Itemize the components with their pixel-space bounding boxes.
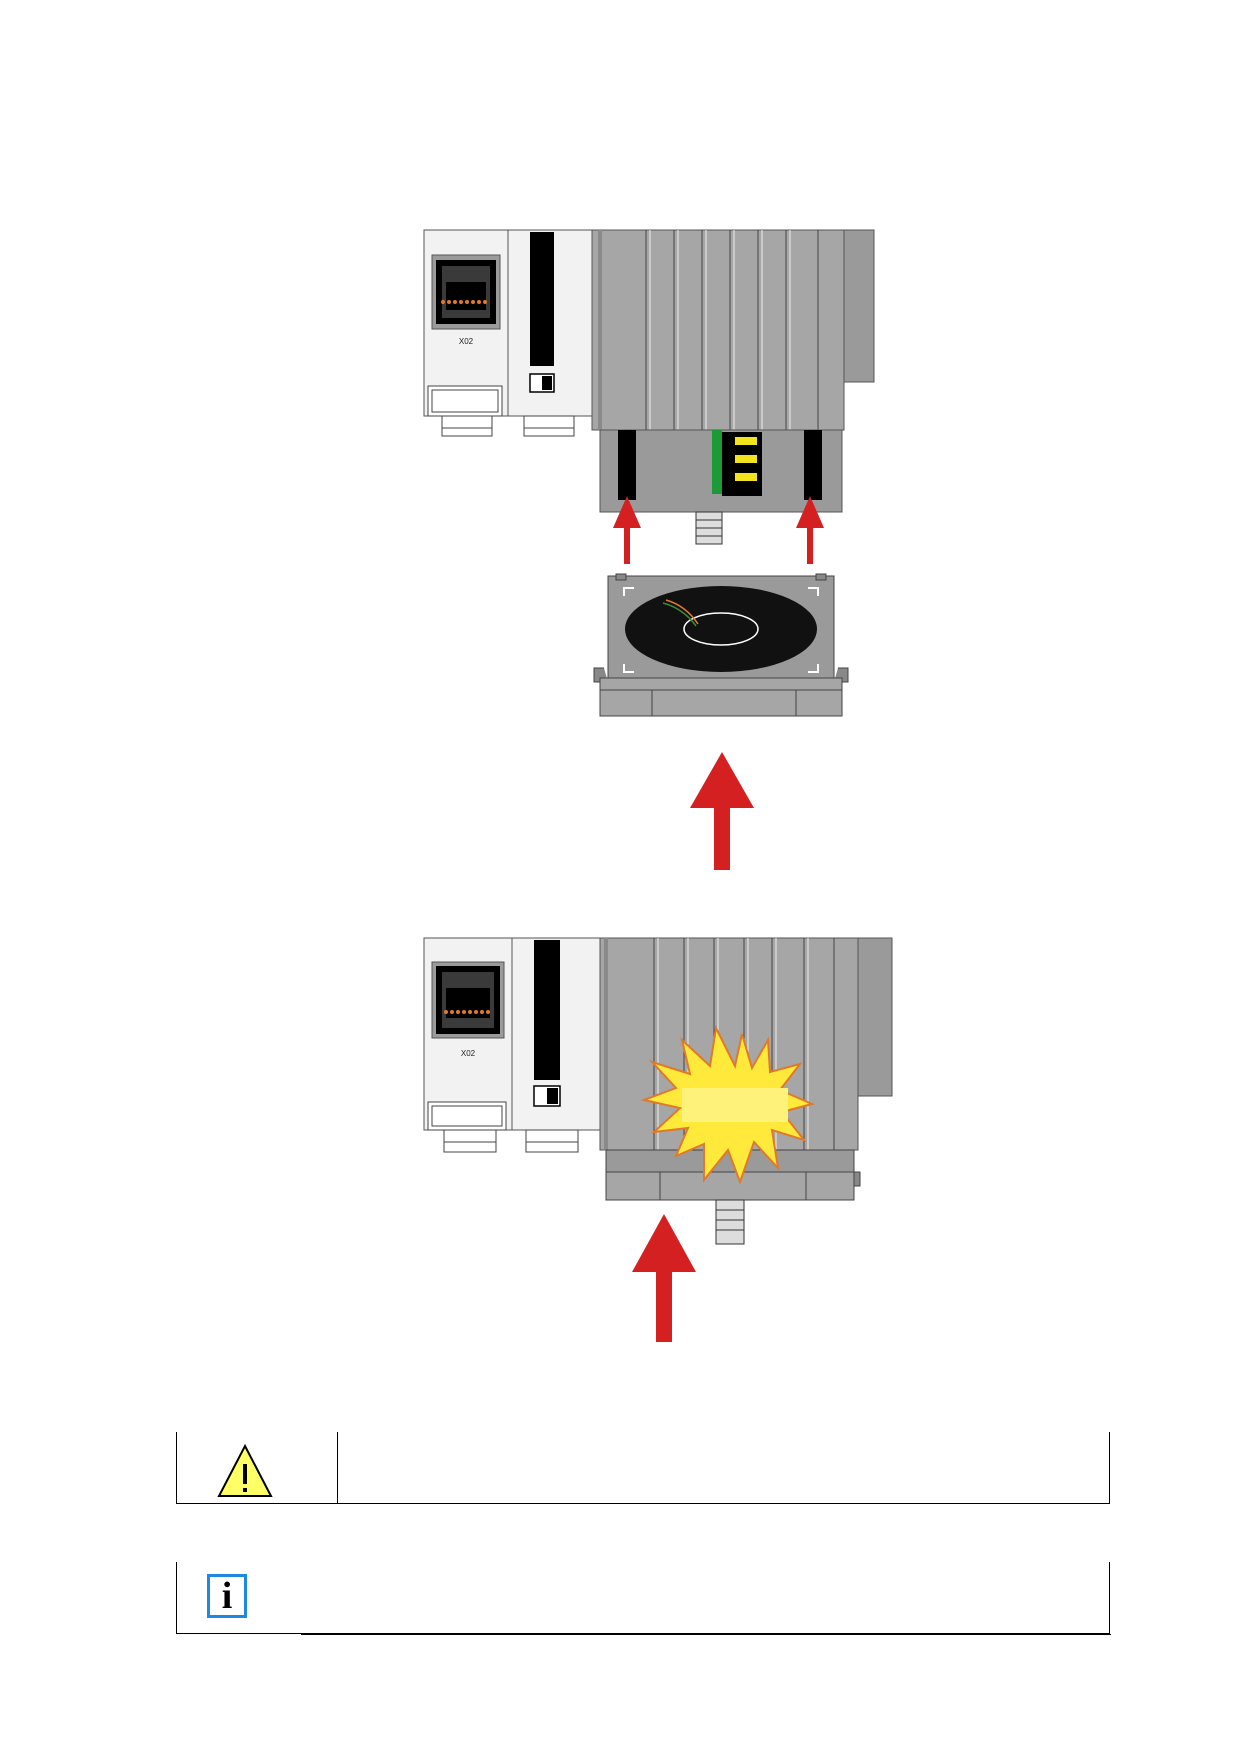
comm-module-top: X02 [423,229,509,437]
fan-module [593,573,849,717]
comm-module-bottom: X02 [423,937,513,1153]
collision-burst-icon [640,1024,816,1185]
airflow-arrow-left-icon [613,496,641,564]
info-underline [301,1634,1111,1635]
warning-notice [176,1432,1110,1504]
port-label-bottom: X02 [461,1049,476,1058]
info-icon-cell: i [177,1562,301,1633]
terminal-block-icon [712,430,762,496]
drive-assembly-bottom: X02 [423,937,893,1342]
wrong-insert-arrow-icon [632,1214,696,1342]
info-notice: i [176,1562,1111,1635]
airflow-arrow-right-icon [796,496,824,564]
rj45-port-icon [436,260,496,324]
port-label-top: X02 [459,337,474,346]
rj45-port-icon [436,966,500,1034]
fan-mounting-figure: X02 [423,229,893,1342]
warning-triangle-icon [217,1443,273,1497]
info-icon: i [207,1574,247,1618]
drive-assembly-top: X02 [423,229,875,564]
cable-gland-icon [695,511,723,545]
heatsink-top [591,229,875,545]
option-module-bottom [511,937,601,1153]
warning-icon-cell [177,1432,338,1503]
cable-gland-icon [715,1199,745,1245]
insert-direction-arrow-icon [690,752,754,870]
fan-rotor-icon [625,586,817,672]
heatsink-bottom [599,937,893,1245]
option-module-top [507,229,593,437]
